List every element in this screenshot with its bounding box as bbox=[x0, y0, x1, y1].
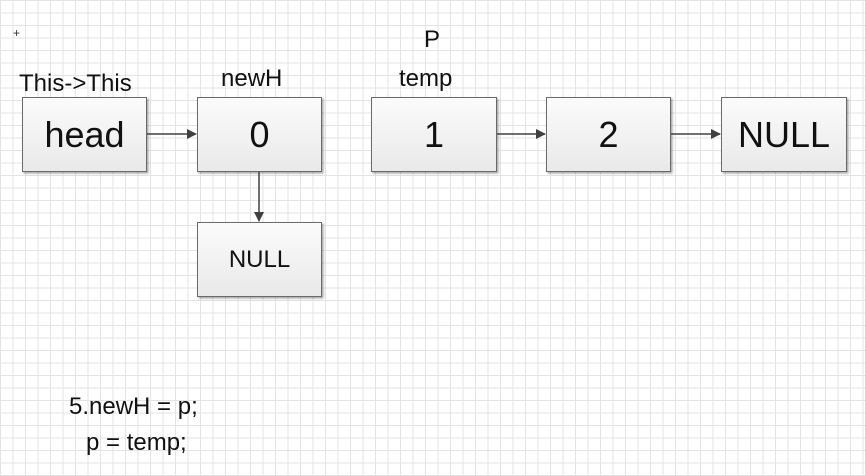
code-line-1: 5.newH = p; bbox=[69, 393, 198, 420]
temp-pointer-label: temp bbox=[399, 65, 453, 92]
code-line-2: p = temp; bbox=[86, 429, 187, 456]
newh-pointer-label: newH bbox=[221, 65, 283, 92]
node-1[interactable]: 1 bbox=[371, 97, 497, 172]
cursor-plus-icon: + bbox=[13, 26, 21, 40]
null-node-below[interactable]: NULL bbox=[197, 222, 322, 297]
node-0[interactable]: 0 bbox=[197, 97, 322, 172]
p-pointer-label: P bbox=[424, 26, 441, 53]
head-pointer-label: This->This bbox=[19, 70, 132, 97]
head-node[interactable]: head bbox=[22, 97, 147, 172]
node-2[interactable]: 2 bbox=[546, 97, 671, 172]
null-node-right[interactable]: NULL bbox=[721, 97, 847, 172]
